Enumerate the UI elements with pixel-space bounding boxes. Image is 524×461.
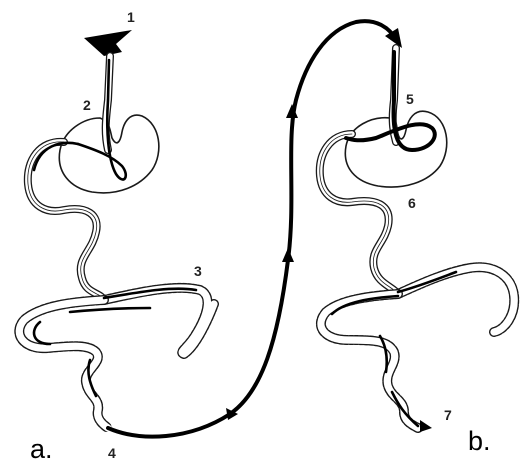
panel-a: 1 2 3 4 a.: [19, 9, 402, 461]
marker-6: 6: [408, 195, 416, 211]
arrowhead-icon: [282, 248, 294, 262]
marker-7: 7: [444, 407, 452, 423]
marker-3: 3: [194, 263, 202, 279]
funnel-icon: [84, 30, 132, 56]
marker-4: 4: [108, 445, 116, 461]
panel-label-a: a.: [30, 434, 53, 461]
panel-b: 5 6 7 b.: [320, 48, 514, 456]
transfer-arrow: [108, 21, 402, 437]
arrowhead-icon: [420, 420, 432, 432]
panel-label-b: b.: [468, 426, 491, 456]
flow-path-b: [332, 52, 456, 432]
intestine-b: [321, 267, 514, 428]
marker-1: 1: [127, 9, 135, 25]
marker-2: 2: [83, 97, 91, 113]
marker-5: 5: [406, 91, 414, 107]
